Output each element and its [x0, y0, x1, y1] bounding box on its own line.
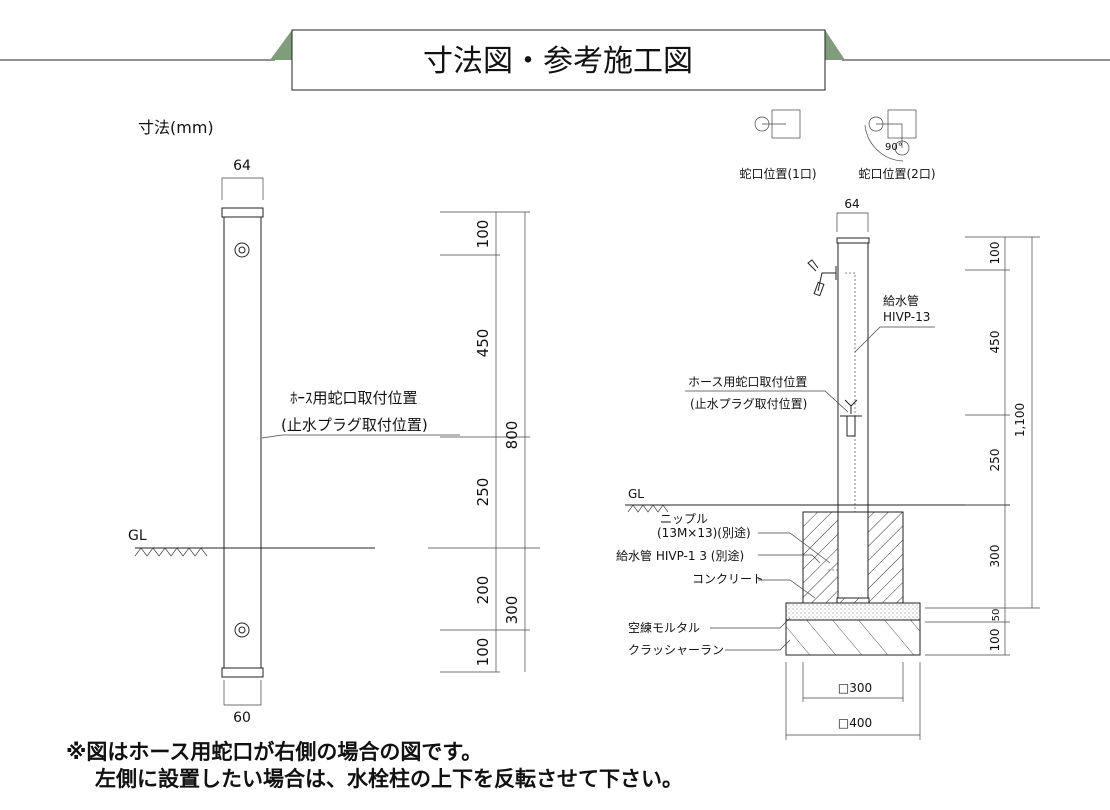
left-dimension-drawing: 寸法(mm) 64 60 GL ﾎｰｽ用蛇口取付位置 (止水プラグ取付位置) 1… [128, 118, 540, 726]
faucet-hole-icon [234, 622, 250, 638]
top-width-label: 64 [233, 158, 251, 174]
title-banner: 寸法図・参考施工図 [0, 29, 1110, 91]
callout-text: ﾎｰｽ用蛇口取付位置 [290, 389, 418, 407]
post-top-cap [221, 207, 264, 218]
crusher-run-label: クラッシャーラン [628, 643, 724, 657]
right-installation-drawing: 蛇口位置(1口) 90° 蛇口位置(2口) 64 給水管 HIVP-13 ホース… [616, 109, 1040, 740]
faucet-position-1-label: 蛇口位置(1口) [740, 166, 817, 181]
dim-label-total: 1,100 [1013, 403, 1027, 437]
pipe-label: 給水管 [883, 293, 919, 308]
faucet-position-2-label: 蛇口位置(2口) [859, 166, 936, 181]
top-width-label: 64 [844, 197, 859, 211]
dim-label: 50 [991, 609, 1002, 622]
crusher-run-layer [785, 619, 921, 656]
callout-text: (止水プラグ取付位置) [281, 416, 428, 434]
callout-text: (止水プラグ取付位置) [690, 396, 807, 411]
post-bottom-cap [221, 667, 264, 678]
dim-label: 200 [474, 576, 492, 605]
footnote-line-2: 左側に設置したい場合は、水栓柱の上下を反転させて下さい。 [95, 767, 683, 791]
dim-label: 250 [988, 449, 1002, 472]
dim-label-total: 800 [503, 421, 521, 450]
dim-label: 100 [988, 629, 1002, 652]
nipple-label: (13M×13)(別途) [657, 525, 751, 540]
page-title: 寸法図・参考施工図 [423, 44, 693, 79]
angle-label: 90° [885, 142, 903, 153]
dim-label: 450 [988, 331, 1002, 354]
dim-label: 100 [474, 220, 492, 249]
post-body [223, 216, 262, 669]
mortar-label: 空練モルタル [628, 621, 700, 635]
supply-pipe-label: 給水管 HIVP-1 3 (別途) [616, 548, 744, 563]
dim-label: 250 [474, 478, 492, 507]
concrete-label: コンクリート [692, 572, 764, 586]
dim-label: 100 [988, 242, 1002, 265]
faucet-position-1-icon [754, 109, 801, 139]
dim-label: 300 [988, 545, 1002, 568]
faucet-hole-icon [234, 242, 250, 258]
hose-faucet-icon [840, 399, 862, 437]
width-400-label: □400 [838, 716, 872, 730]
ground-hatch [134, 547, 208, 557]
dim-label: 100 [474, 638, 492, 667]
pipe-label: HIVP-13 [883, 310, 930, 324]
banner-decoration-right [825, 30, 845, 60]
gl-label: GL [628, 487, 644, 501]
dim-label: 450 [474, 329, 492, 358]
gl-label: GL [128, 528, 147, 544]
faucet-icon [807, 259, 837, 297]
faucet-position-2-icon [864, 109, 917, 162]
dim-label-total: 300 [503, 596, 521, 625]
width-300-label: □300 [838, 681, 872, 695]
unit-label: 寸法(mm) [138, 118, 214, 137]
callout-text: ホース用蛇口取付位置 [688, 374, 807, 389]
footnote-line-1: ※図はホース用蛇口が右側の場合の図です。 [66, 740, 483, 764]
mortar-layer [785, 602, 921, 621]
bottom-width-label: 60 [233, 710, 251, 726]
nipple-label: ニップル [660, 512, 708, 526]
banner-decoration-left [270, 30, 292, 60]
